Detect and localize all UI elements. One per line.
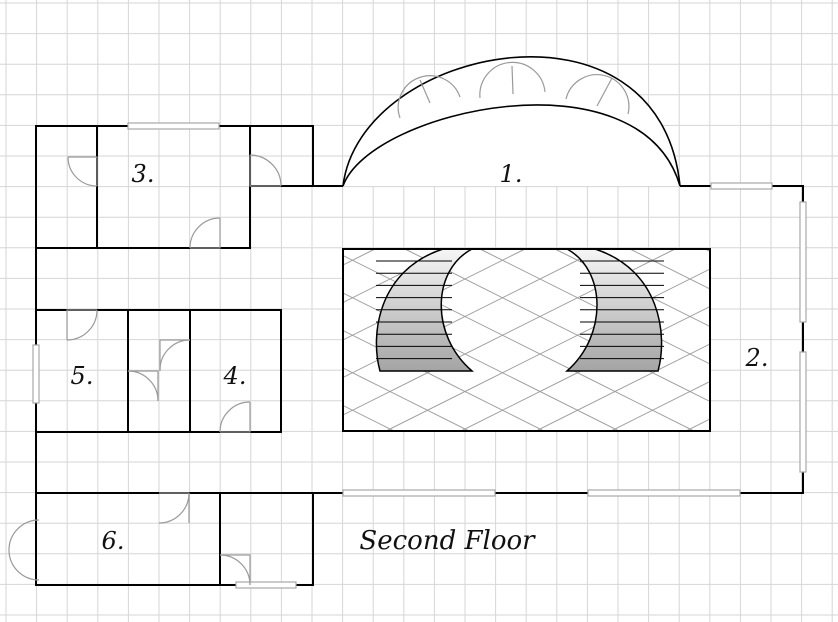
doors [8,154,282,586]
central-hall [342,248,711,432]
staircase-right [565,248,664,372]
paving-line [684,418,710,431]
room-5-label: 5. [71,362,94,390]
paving-line [609,380,710,431]
room-1-label: 1. [500,160,523,188]
room-2-label: 2. [745,344,769,372]
room-6-label: 6. [102,527,125,555]
windows [32,122,807,589]
room-3-label: 3. [132,160,155,188]
paving-line [343,292,621,431]
floor-title: Second Floor [359,526,536,556]
exterior-walls [35,125,804,586]
paving-line [343,367,471,431]
room-labels: 1. 2. 3. 4. 5. 6. [71,160,769,555]
paving-line [629,249,710,290]
rotunda [342,55,681,187]
paving-line [479,249,710,365]
dome-niches [397,61,630,119]
room-4-label: 4. [223,362,247,390]
staircase-left [375,248,475,372]
paving-line [343,404,396,431]
paving-line [343,249,451,304]
paving-line [343,249,526,341]
